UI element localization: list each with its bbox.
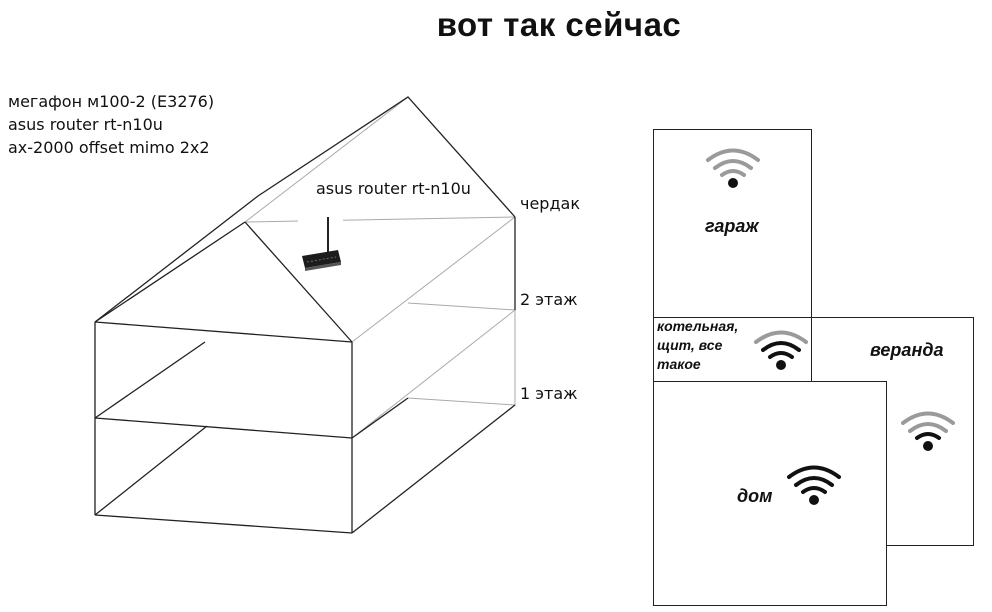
ground-front-line [94,514,353,534]
wifi-icon-veranda-weak [901,411,955,451]
equipment-modem: мегафон м100-2 (E3276) [8,92,215,111]
equipment-antenna: ax-2000 offset mimo 2x2 [8,138,210,157]
roof-right-front-edge [351,216,516,343]
wifi-icon-garage-weak [706,148,760,188]
room-home [653,381,887,606]
floor1-back-line [407,397,516,406]
ground-right-line [351,404,516,534]
floor2-right-edge [351,309,516,439]
floor2-back-line [407,302,516,311]
roof-outline [94,96,516,323]
wifi-icon-home-strong [787,465,841,505]
wifi-icon-boiler-weak [754,330,808,370]
equipment-list: мегафон м100-2 (E3276) asus router rt-n1… [8,90,214,159]
floor-label-first: 1 этаж [520,384,578,403]
roof-left-eave [94,221,246,323]
floor-label-second: 2 этаж [520,290,578,309]
equipment-router: asus router rt-n10u [8,115,163,134]
house-diagram [94,96,516,534]
floor-label-attic: чердак [520,194,580,213]
room-label-home: дом [737,486,773,506]
attic-back-edge [244,96,409,223]
room-label-garage: гараж [705,216,759,236]
router-label: asus router rt-n10u [316,179,471,198]
page-title: вот так сейчас [436,6,682,43]
floor1-slab-left [94,425,208,516]
floor2-slab-left [94,341,206,419]
floor-slab-front [94,417,353,439]
room-label-veranda: веранда [870,340,944,360]
attic-floor-line [244,216,516,223]
room-label-boiler: котельная, щит, все такое [657,318,739,372]
eave-line [94,321,353,343]
router-icon [298,213,343,271]
roof-front-gable [244,221,353,343]
